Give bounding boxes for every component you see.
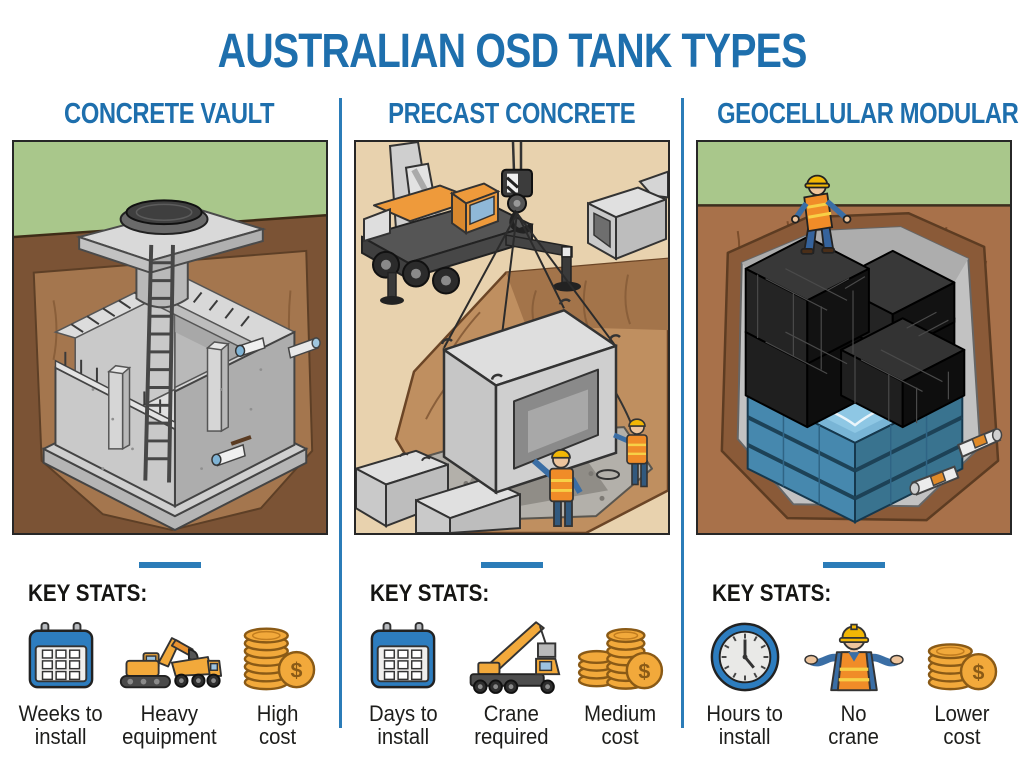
key-stats-heading: KEY STATS:: [28, 580, 148, 607]
column-precast-concrete: PRECAST CONCRETE: [342, 98, 681, 749]
svg-text:$: $: [638, 659, 650, 683]
concrete-vault-illustration: [11, 140, 328, 535]
stat-cost: $ High cost: [225, 610, 331, 749]
precast-concrete-scene: [355, 142, 668, 533]
precast-concrete-illustration: [353, 140, 670, 535]
stat-label: No crane: [828, 701, 879, 750]
column-header-concrete-vault: CONCRETE VAULT: [64, 98, 275, 130]
column-concrete-vault: CONCRETE VAULT: [0, 98, 339, 749]
stats-row: Hours to install: [684, 610, 1023, 749]
coin-stack-icon: $: [243, 627, 316, 691]
svg-text:$: $: [973, 660, 985, 684]
stat-label: Weeks to install: [18, 701, 104, 750]
svg-text:$: $: [291, 658, 303, 682]
column-header-geocellular-modular: GEOCELLULAR MODULAR: [717, 98, 1019, 130]
accent-dash: [822, 562, 885, 568]
stats-row: Days to install: [342, 610, 681, 749]
shrugging-worker-icon: [803, 623, 904, 692]
column-divider: [339, 98, 342, 728]
stat-label: Medium cost: [584, 701, 656, 750]
column-header-precast-concrete: PRECAST CONCRETE: [387, 98, 636, 130]
stats-row: Weeks to install: [0, 610, 339, 749]
clock-icon: [710, 622, 780, 692]
key-stats-heading: KEY STATS:: [370, 580, 490, 607]
accent-dash: [480, 562, 543, 568]
calendar-icon: [28, 622, 94, 689]
coin-stacks-icon: $: [577, 627, 664, 690]
stat-install-time: Hours to install: [692, 610, 798, 749]
geocellular-modular-scene: [697, 142, 1010, 533]
page-title: AUSTRALIAN OSD TANK TYPES: [217, 25, 808, 78]
coin-stack-icon: $: [927, 643, 998, 691]
stat-equipment: No crane: [801, 610, 907, 749]
concrete-vault-scene: [13, 142, 326, 533]
stat-label: Hours to install: [706, 701, 784, 750]
stat-label: Days to install: [368, 701, 438, 750]
excavator-dump-truck-icon: [119, 637, 222, 689]
stat-label: Lower cost: [934, 701, 990, 750]
column-geocellular-modular: GEOCELLULAR MODULAR: [684, 98, 1023, 749]
key-stats-heading: KEY STATS:: [712, 580, 832, 607]
stat-install-time: Weeks to install: [8, 610, 114, 749]
stat-cost: $ Medium cost: [567, 610, 673, 749]
stat-label: Heavy equipment: [122, 701, 217, 750]
stat-label: High cost: [257, 701, 299, 750]
columns: CONCRETE VAULT: [0, 98, 1024, 749]
column-divider: [681, 98, 684, 728]
accent-dash: [138, 562, 201, 568]
stat-equipment: Heavy equipment: [117, 610, 223, 749]
stat-install-time: Days to install: [350, 610, 456, 749]
calendar-icon: [370, 622, 436, 689]
stat-equipment: Crane required: [459, 610, 565, 749]
stat-label: Crane required: [474, 701, 549, 750]
mobile-crane-icon: [469, 621, 560, 694]
stat-cost: $ Lower cost: [909, 610, 1015, 749]
geocellular-modular-illustration: [695, 140, 1012, 535]
